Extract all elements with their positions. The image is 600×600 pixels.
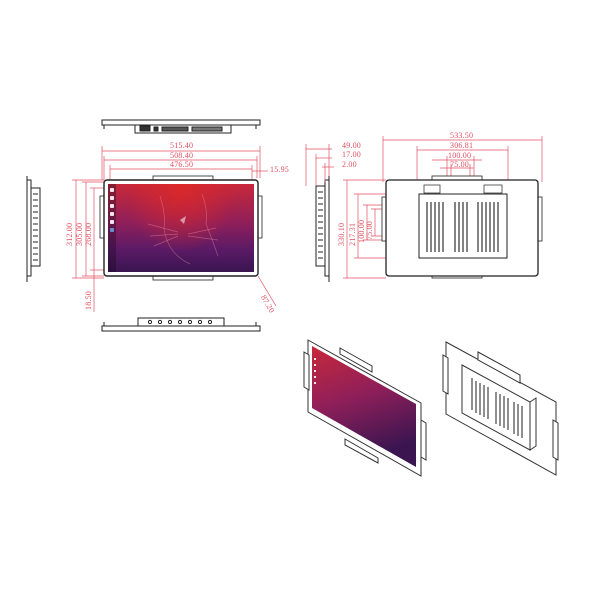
front-height-overall-label: 312.00: [65, 222, 74, 246]
dock-icon: [110, 220, 114, 224]
front-right-offset-label: 15.95: [270, 165, 289, 174]
ubuntu-dock: [108, 184, 116, 272]
dock-icon: [110, 196, 114, 200]
dock-icon: [110, 188, 114, 192]
rear-vesa-width-100-label: 100.00: [448, 151, 472, 160]
right-side-view: [315, 176, 330, 282]
rear-width-overall-label: 533.50: [450, 131, 474, 140]
isometric-rear-view: [442, 341, 559, 476]
front-height-bezel-label: 305.00: [75, 222, 84, 246]
rear-width-box-label: 306.81: [450, 141, 474, 150]
front-width-overall-label: 515.40: [170, 141, 194, 150]
dock-icon: [110, 212, 114, 216]
rear-vent-slots: [426, 202, 499, 252]
rear-view-frame: [381, 175, 543, 279]
front-bottom-offset-label: 18.50: [84, 291, 93, 310]
front-height-active-label: 268.00: [84, 222, 93, 246]
wallpaper-mascot-outline: [147, 193, 219, 265]
rear-height-overall-label: 330.10: [337, 222, 346, 246]
front-dimension-lines: [72, 146, 277, 312]
front-view-screen: [108, 184, 254, 272]
front-width-bezel-label: 508.40: [170, 151, 194, 160]
isometric-dock-icons: [314, 358, 316, 384]
rear-depth-bezel-label: 2.00: [342, 160, 357, 169]
left-side-view: [26, 176, 41, 282]
bottom-view: [101, 317, 261, 332]
rear-vesa-height-75-label: 75.00: [365, 221, 374, 240]
dock-icon: [110, 228, 114, 232]
top-view: [101, 119, 261, 134]
rear-depth-frame-label: 17.00: [342, 150, 361, 159]
rear-vesa-width-75-label: 75.00: [450, 160, 469, 169]
front-width-active-label: 476.50: [170, 160, 194, 169]
dock-icon: [110, 204, 114, 208]
rear-height-box-label: 217.31: [348, 222, 357, 246]
isometric-screen: [312, 346, 416, 467]
isometric-rear-vents: [471, 378, 523, 438]
rear-depth-overall-label: 49.00: [342, 141, 361, 150]
